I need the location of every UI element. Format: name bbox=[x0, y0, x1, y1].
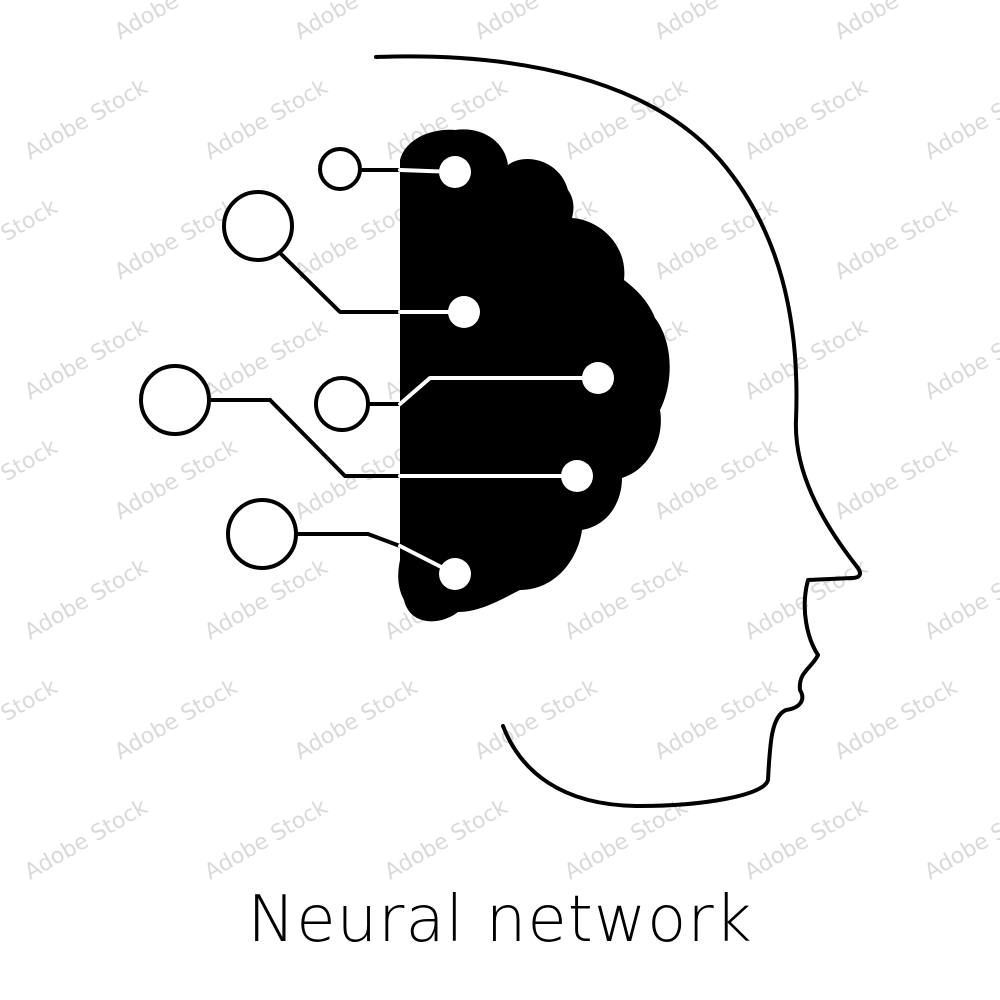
watermark-mark: Adobe Stock bbox=[741, 315, 873, 406]
circuit-node-icon bbox=[226, 498, 298, 570]
circuit-node-icon bbox=[582, 362, 614, 394]
watermark-mark: Adobe Stock bbox=[831, 435, 963, 526]
watermark-mark: Adobe Stock bbox=[21, 315, 153, 406]
watermark-mark: Adobe Stock bbox=[111, 675, 243, 766]
watermark-mark: Adobe Stock bbox=[651, 0, 783, 45]
watermark-mark: Adobe Stock bbox=[651, 435, 783, 526]
caption-title: Neural network bbox=[247, 883, 753, 957]
watermark-mark: Adobe Stock bbox=[291, 675, 423, 766]
watermark-mark: Adobe Stock bbox=[831, 675, 963, 766]
watermark-mark: Adobe Stock bbox=[201, 315, 333, 406]
circuit-node-icon bbox=[448, 296, 480, 328]
watermark-mark: Adobe Stock bbox=[651, 675, 783, 766]
watermark-mark: Adobe Stock bbox=[741, 75, 873, 166]
watermark-mark: Adobe Stock bbox=[0, 0, 62, 45]
watermark-mark: Adobe Stock bbox=[291, 0, 423, 45]
watermark-mark: Adobe Stock bbox=[111, 435, 243, 526]
watermark-mark: Adobe Stock bbox=[561, 795, 693, 886]
watermark-mark: Adobe Stock bbox=[0, 435, 62, 526]
circuit-node-icon bbox=[318, 147, 362, 191]
brain-icon bbox=[398, 129, 670, 622]
watermark-mark: Adobe Stock bbox=[201, 75, 333, 166]
circuit-node-icon bbox=[139, 364, 211, 436]
watermark-mark: Adobe Stock bbox=[921, 315, 1000, 406]
watermark-mark: Adobe Stock bbox=[111, 195, 243, 286]
watermark-mark: Adobe Stock bbox=[0, 675, 62, 766]
watermark-mark: Adobe Stock bbox=[651, 195, 783, 286]
watermark-mark: Adobe Stock bbox=[561, 555, 693, 646]
watermark-mark: Adobe Stock bbox=[921, 555, 1000, 646]
watermark-mark: Adobe Stock bbox=[921, 795, 1000, 886]
circuit-node-icon bbox=[439, 156, 471, 188]
watermark-mark: Adobe Stock bbox=[21, 555, 153, 646]
head-profile-icon bbox=[374, 54, 862, 808]
watermark-mark: Adobe Stock bbox=[201, 795, 333, 886]
watermark-mark: Adobe Stock bbox=[471, 0, 603, 45]
watermark-mark: Adobe Stock bbox=[831, 195, 963, 286]
watermark-mark: Adobe Stock bbox=[111, 0, 243, 45]
circuit-lines-outside bbox=[206, 168, 402, 548]
circuit-node-icon bbox=[561, 460, 593, 492]
watermark-mark: Adobe Stock bbox=[381, 795, 513, 886]
watermark-mark: Adobe Stock bbox=[0, 195, 62, 286]
watermark-mark: Adobe Stock bbox=[921, 75, 1000, 166]
watermark-mark: Adobe Stock bbox=[741, 795, 873, 886]
inner-nodes bbox=[439, 156, 614, 590]
watermark-mark: Adobe Stock bbox=[21, 795, 153, 886]
watermark-mark: Adobe Stock bbox=[21, 75, 153, 166]
watermark-mark: Adobe Stock bbox=[831, 0, 963, 45]
outline-nodes bbox=[139, 147, 370, 570]
watermark-mark: Adobe Stock bbox=[471, 675, 603, 766]
stock-id-label: Adobe Stock | #965071813 bbox=[2, 770, 22, 990]
circuit-node-icon bbox=[222, 190, 294, 262]
circuit-node-icon bbox=[314, 376, 370, 432]
circuit-node-icon bbox=[439, 558, 471, 590]
